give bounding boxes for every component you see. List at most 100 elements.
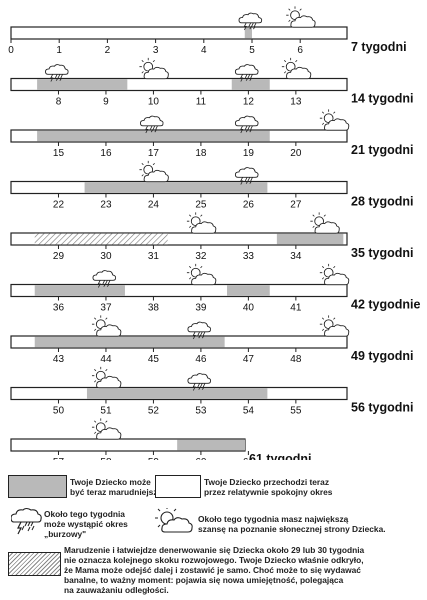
tick-label: 19 [243, 148, 255, 159]
sun-cloud-icon [91, 315, 122, 337]
tick-label: 46 [195, 354, 207, 365]
timeline-row: 36 37 38 39 40 41 42 tygodnie [10, 263, 421, 314]
storm-icon [139, 115, 164, 134]
tick-label: 10 [148, 97, 160, 108]
tick-label: 45 [148, 354, 160, 365]
tick-label: 0 [8, 45, 14, 56]
tick-label: 23 [100, 200, 112, 211]
sun-cloud-icon [155, 508, 193, 533]
fussy-segment [34, 285, 125, 296]
legend-stripe-line1: Marudzenie i łatwiejdze denerwowanie się… [64, 545, 365, 555]
tick-label: 8 [56, 97, 62, 108]
row-label: 14 tygodni [351, 92, 414, 106]
sun-cloud-icon [139, 57, 169, 80]
sun-cloud-icon [281, 57, 312, 80]
row-label: 35 tygodni [351, 246, 414, 260]
tick-label: 38 [148, 303, 160, 314]
sun-cloud-icon [319, 315, 350, 337]
tick-label: 17 [148, 148, 160, 159]
fussy-segment [244, 27, 252, 39]
row-label: 61 tygodni [249, 452, 312, 460]
tick-label: 29 [53, 251, 65, 262]
tick-label: 58 [100, 457, 112, 460]
tick-label: 61 [243, 457, 255, 460]
tick-label: 16 [100, 148, 112, 159]
fussy-segment [84, 182, 268, 193]
row-label: 7 tygodni [351, 40, 407, 54]
tick-label: 22 [53, 200, 65, 211]
tick-label: 2 [105, 45, 111, 56]
storm-icon [234, 115, 259, 134]
legend-stripe-line5: na zauważaniu odległości. [64, 585, 169, 595]
tick-label: 1 [56, 45, 62, 56]
legend-calm-line1: Twoje Dziecko przechodzi teraz [204, 477, 330, 487]
tick-label: 41 [290, 303, 302, 314]
row-label: 49 tygodni [351, 349, 414, 363]
storm-icon [11, 507, 42, 535]
legend-sun-line1: Około tego tygodnia masz największą [198, 514, 349, 524]
tick-label: 27 [290, 200, 302, 211]
tick-label: 18 [195, 148, 207, 159]
tick-label: 52 [148, 406, 160, 417]
tick-label: 33 [243, 251, 255, 262]
timeline-bar [10, 26, 348, 40]
legend-fussy-swatch [8, 475, 67, 498]
storm-icon [234, 167, 259, 185]
fussy-segment [231, 79, 270, 90]
tick-label: 3 [153, 45, 159, 56]
tick-label: 60 [195, 457, 207, 460]
fussy-segment [37, 79, 128, 90]
fussy-segment [276, 233, 344, 245]
tick-label: 26 [243, 200, 255, 211]
tick-label: 57 [53, 457, 65, 460]
tick-label: 6 [297, 45, 303, 56]
fussy-segment [227, 285, 270, 296]
tick-label: 44 [100, 354, 112, 365]
legend-calm-text: Twoje Dziecko przechodzi teraz przez rel… [204, 477, 332, 497]
tick-label: 32 [195, 251, 207, 262]
tick-label: 37 [100, 303, 112, 314]
tick-label: 43 [53, 354, 65, 365]
tick-label: 36 [53, 303, 65, 314]
tick-label: 48 [290, 354, 302, 365]
tick-label: 39 [195, 303, 207, 314]
legend-storm-line2: może wystąpić okres [44, 519, 128, 529]
row-label: 42 tygodnie [351, 298, 421, 312]
timeline-row: 29 30 31 32 33 34 35 tygodni [10, 212, 414, 262]
sun-cloud-icon [139, 160, 169, 183]
tick-label: 31 [148, 251, 160, 262]
storm-icon [187, 373, 212, 391]
tick-label: 5 [249, 45, 255, 56]
legend-calm-swatch [155, 475, 201, 498]
fussy-segment [177, 439, 245, 451]
legend-stripe-line2: nie oznacza kolejnego skoku rozwojowego.… [64, 555, 364, 565]
sun-cloud-icon [91, 366, 122, 389]
row-label: 56 tygodni [351, 401, 414, 415]
legend-stripe-text: Marudzenie i łatwiejdze denerwowanie się… [64, 545, 364, 595]
tick-label: 53 [195, 406, 207, 417]
tick-label: 40 [243, 303, 255, 314]
storm-icon [234, 64, 259, 82]
sun-cloud-icon [319, 263, 350, 286]
legend-fussy-line2: być teraz marudniejsze [70, 487, 163, 497]
tick-label: 11 [196, 97, 207, 108]
sun-cloud-icon [91, 418, 122, 440]
row-label: 28 tygodni [351, 195, 414, 209]
legend-storm-line1: Około tego tygodnia [44, 509, 125, 519]
storm-icon [92, 270, 117, 288]
tick-label: 24 [148, 200, 160, 211]
tick-label: 15 [53, 148, 65, 159]
tick-label: 12 [243, 97, 255, 108]
tick-label: 34 [290, 251, 302, 262]
legend-calm-line2: przez relatywnie spokojny okres [204, 487, 333, 497]
row-label: 21 tygodni [351, 143, 414, 157]
legend-sun-line2: szansę na poznanie słonecznej strony Dzi… [198, 524, 386, 534]
tick-label: 59 [148, 457, 160, 460]
tick-label: 30 [100, 251, 112, 262]
